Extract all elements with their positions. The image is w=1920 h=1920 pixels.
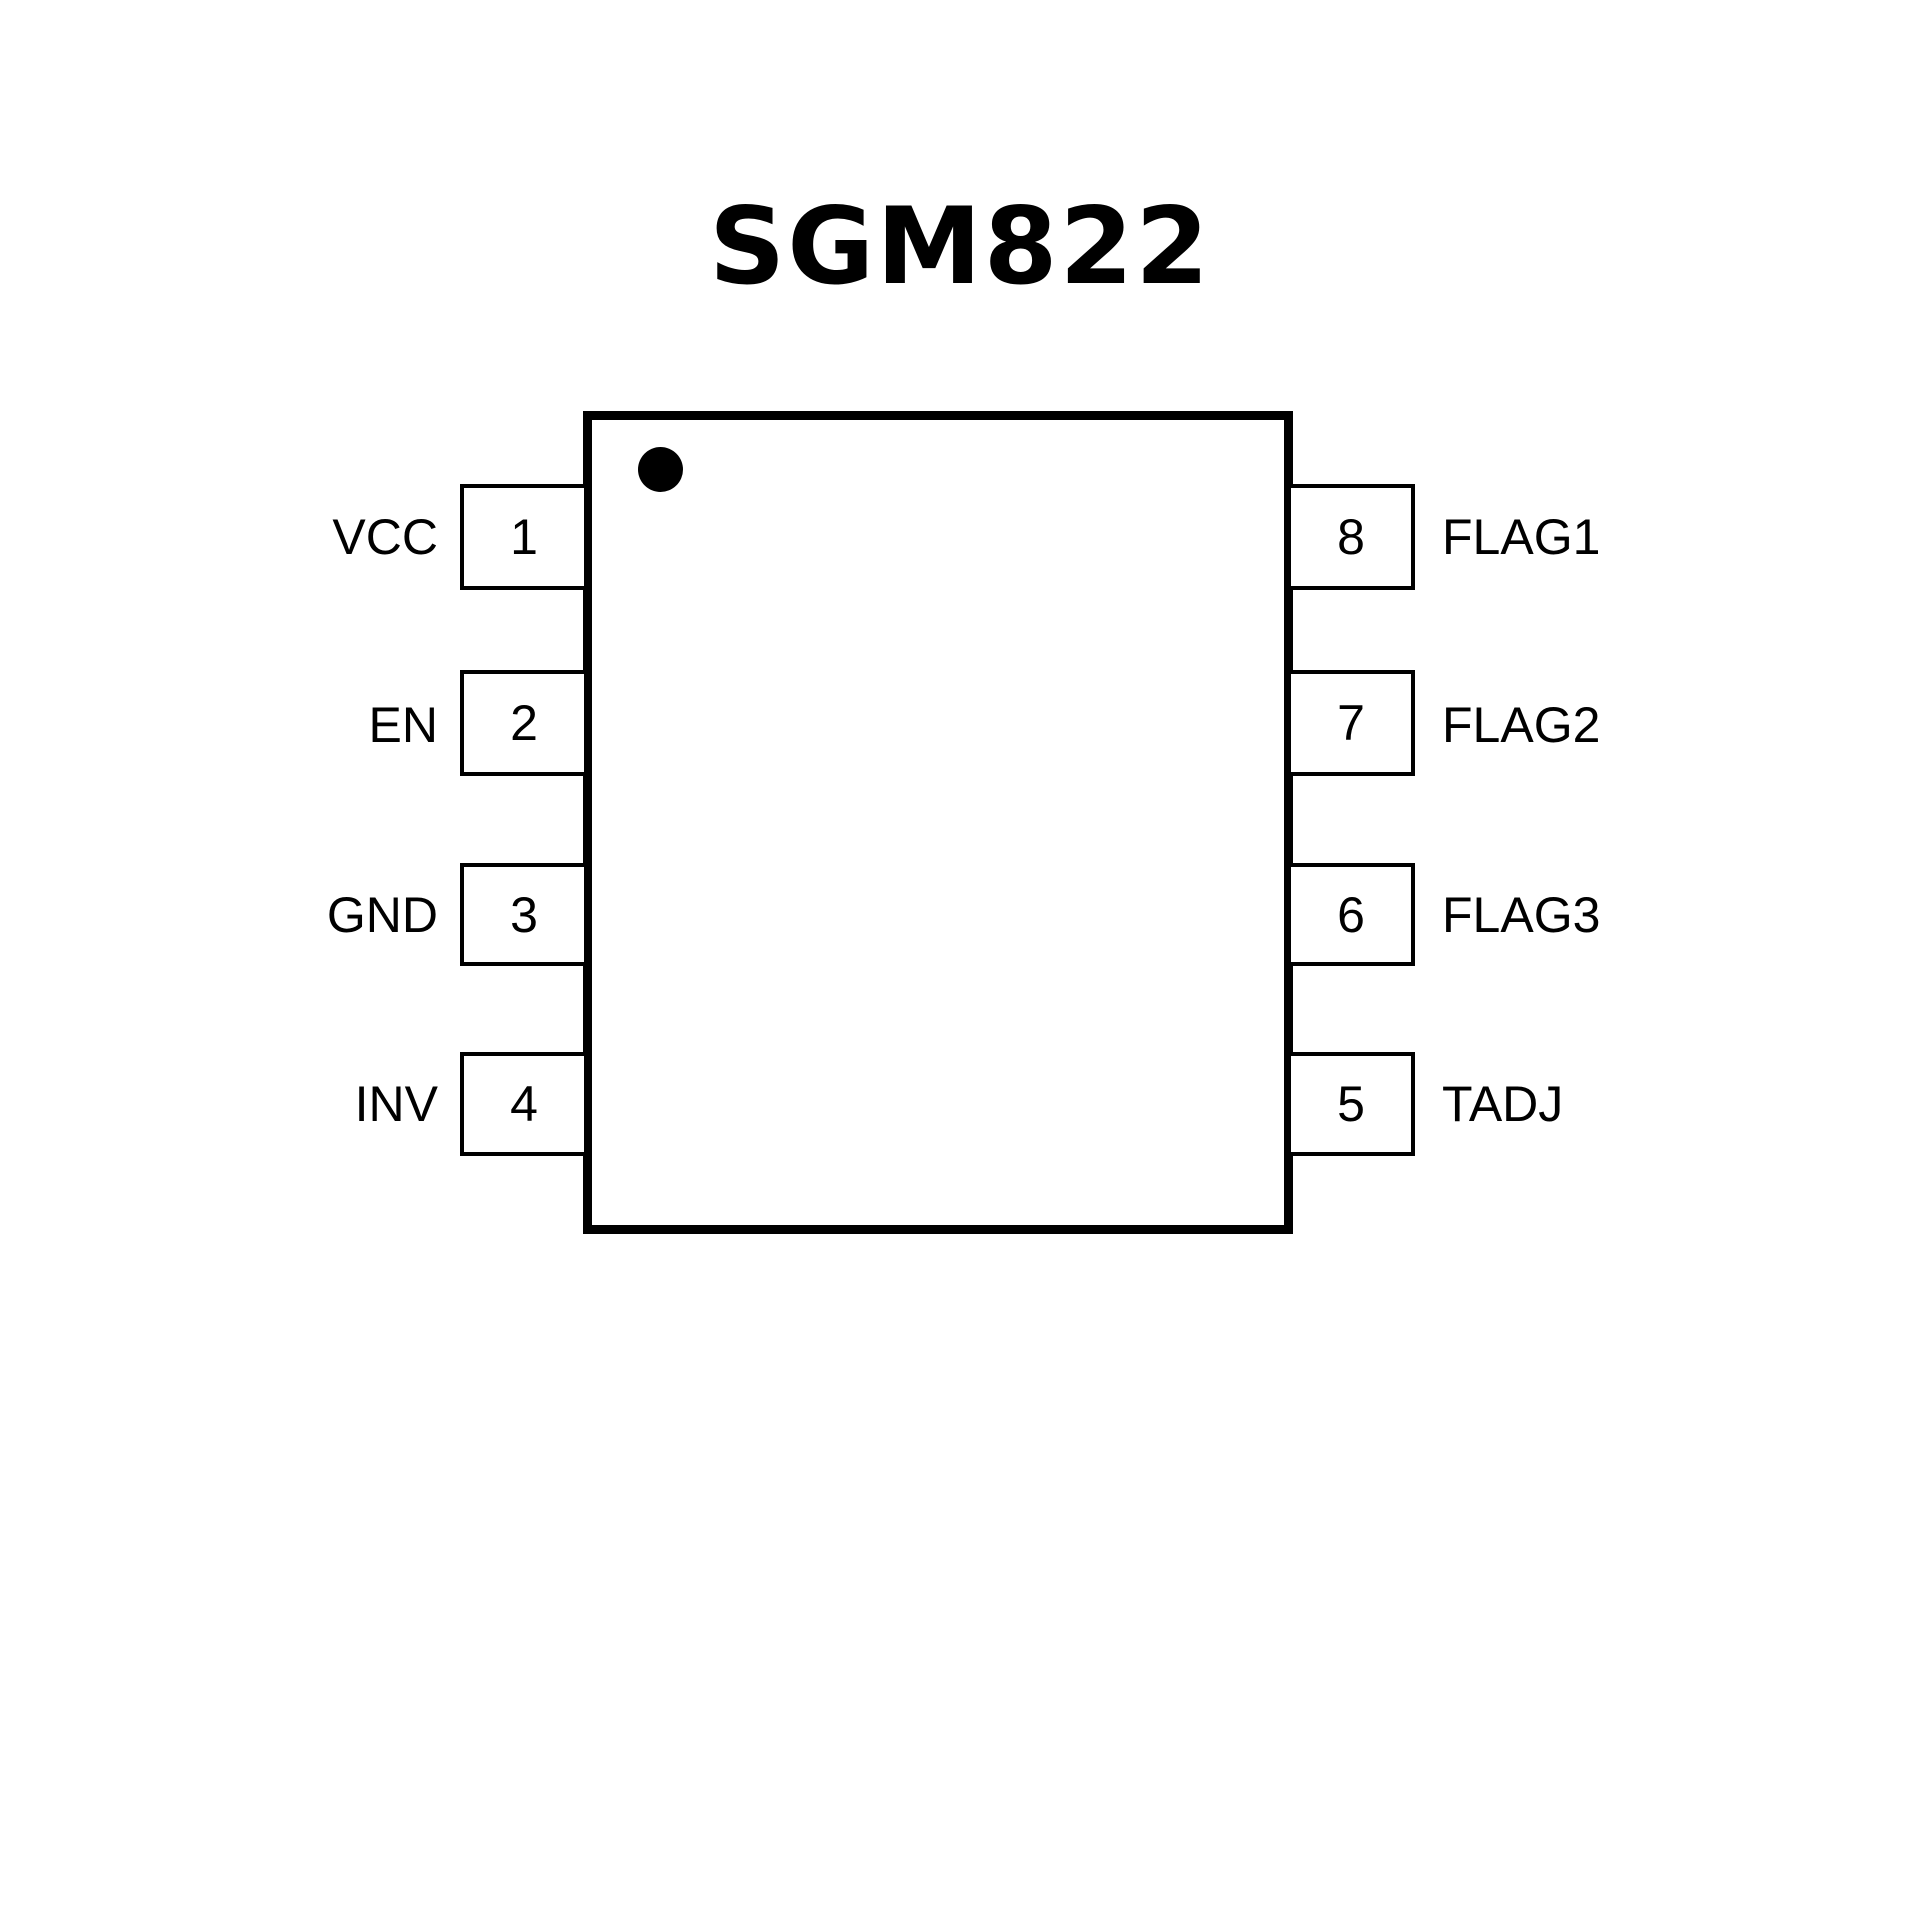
- pin-number: 6: [1337, 886, 1365, 943]
- pin-3: 3: [460, 863, 584, 966]
- chip-body: [583, 411, 1293, 1234]
- pin-label: FLAG2: [1442, 697, 1601, 753]
- pin-2: 2: [460, 670, 584, 776]
- pin-7: 7: [1291, 670, 1415, 776]
- pin-label: INV: [354, 1076, 438, 1132]
- pin-number: 7: [1337, 695, 1365, 751]
- pin-label: FLAG1: [1442, 509, 1601, 565]
- pin-label: GND: [326, 887, 438, 943]
- pin-number: 1: [510, 509, 538, 565]
- pin-4: 4: [460, 1052, 584, 1156]
- pin-label: VCC: [332, 509, 438, 565]
- chip-title: SGM822: [708, 185, 1212, 308]
- pin-1: 1: [460, 484, 584, 590]
- pin-label: TADJ: [1442, 1076, 1564, 1132]
- pin-number: 2: [510, 695, 538, 751]
- pin-8: 8: [1291, 484, 1415, 590]
- pin-6: 6: [1291, 863, 1415, 966]
- pin-number: 4: [510, 1076, 538, 1132]
- pin-number: 3: [510, 886, 538, 943]
- pin-5: 5: [1291, 1052, 1415, 1156]
- pin-label: EN: [368, 697, 438, 753]
- pin-label: FLAG3: [1442, 887, 1601, 943]
- pin-number: 8: [1337, 509, 1365, 565]
- pin-number: 5: [1337, 1076, 1365, 1132]
- pin1-indicator-dot: [638, 447, 683, 492]
